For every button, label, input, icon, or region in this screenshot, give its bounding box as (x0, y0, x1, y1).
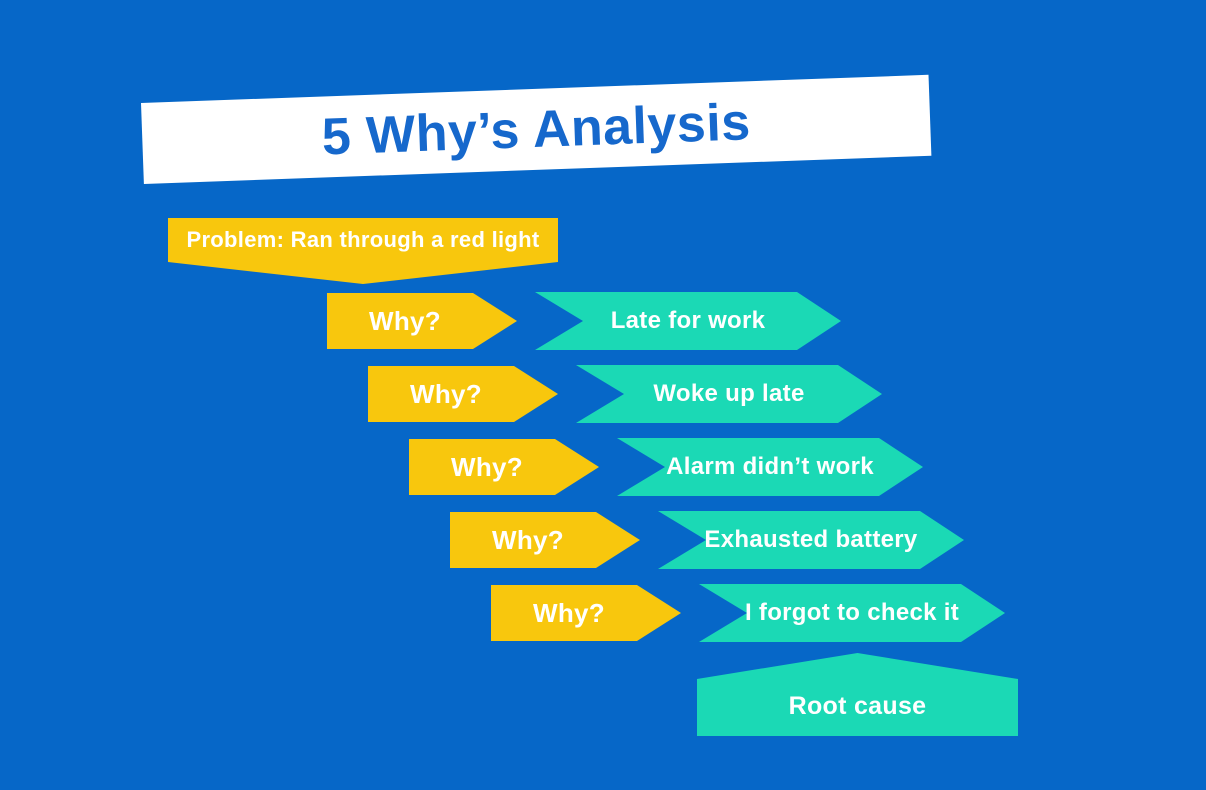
answer-label: I forgot to check it (744, 599, 959, 626)
why-arrow: Why? (327, 293, 517, 349)
why-arrow: Why? (450, 512, 640, 568)
answer-label: Woke up late (653, 380, 805, 407)
answer-arrow: I forgot to check it (699, 584, 1005, 642)
problem-label: Problem: Ran through a red light (186, 227, 540, 252)
why-label: Why? (492, 524, 564, 555)
problem-banner: Problem: Ran through a red light (168, 218, 558, 284)
why-label: Why? (533, 597, 605, 628)
answer-label: Exhausted battery (704, 526, 918, 553)
answer-label: Alarm didn’t work (666, 453, 874, 480)
answer-arrow: Late for work (535, 292, 841, 350)
why-label: Why? (369, 305, 441, 336)
why-label: Why? (410, 378, 482, 409)
answer-arrow: Exhausted battery (658, 511, 964, 569)
answer-arrow: Woke up late (576, 365, 882, 423)
why-arrow: Why? (368, 366, 558, 422)
root-cause-label: Root cause (788, 692, 927, 720)
answer-arrow: Alarm didn’t work (617, 438, 923, 496)
why-label: Why? (451, 451, 523, 482)
why-arrow: Why? (409, 439, 599, 495)
why-arrow: Why? (491, 585, 681, 641)
root-cause-banner: Root cause (697, 653, 1018, 736)
answer-label: Late for work (610, 307, 766, 334)
title-banner: 5 Why’s Analysis (141, 74, 932, 184)
page-title: 5 Why’s Analysis (320, 92, 752, 167)
